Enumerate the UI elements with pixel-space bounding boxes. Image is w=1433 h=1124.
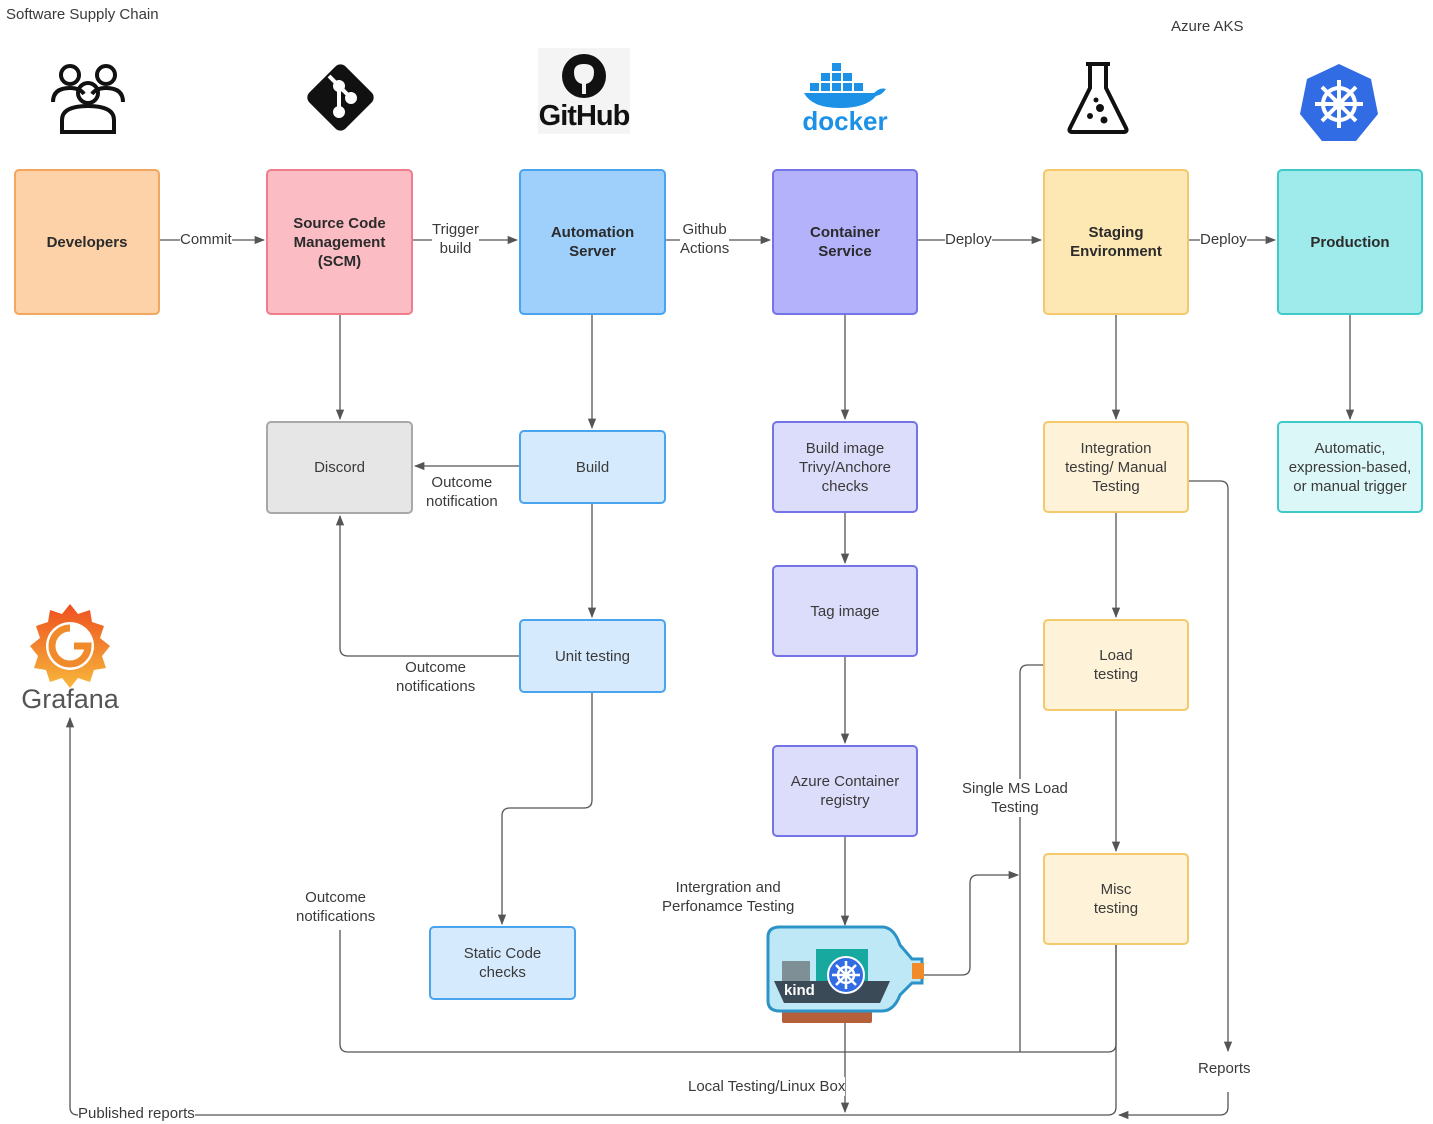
label-deploy-production: Deploy (1200, 230, 1247, 249)
step-discord[interactable]: Discord (266, 421, 413, 514)
edge-unit-static (497, 693, 593, 926)
edge-misc-grafana (65, 716, 1117, 1116)
label-trigger-build: Trigger build (432, 220, 479, 258)
git-icon (307, 64, 374, 131)
step-integration-testing[interactable]: Integration testing/ Manual Testing (1043, 421, 1189, 513)
stage-developers[interactable]: Developers (14, 169, 160, 315)
label-single-ms-load: Single MS Load Testing (962, 779, 1068, 817)
label-published-reports: Published reports (78, 1104, 195, 1123)
kind-icon: kind (762, 925, 928, 1027)
label-local-testing: Local Testing/Linux Box (688, 1077, 846, 1096)
stage-production[interactable]: Production (1277, 169, 1423, 315)
label-reports: Reports (1198, 1059, 1251, 1078)
step-tag-image[interactable]: Tag image (772, 565, 918, 657)
kind-wordmark: kind (784, 982, 815, 999)
label-integration-performance: Intergration and Perfonamce Testing (662, 879, 795, 915)
step-azure-container-registry[interactable]: Azure Container registry (772, 745, 918, 837)
edge-reports-misc (1117, 1092, 1229, 1120)
kubernetes-icon (1300, 64, 1378, 141)
cloud-label: Azure AKS (1171, 18, 1244, 35)
label-deploy-staging: Deploy (945, 230, 992, 249)
step-build[interactable]: Build (519, 430, 666, 504)
edge-load-loop (1019, 664, 1043, 1052)
diagram-title: Software Supply Chain (6, 6, 159, 23)
github-icon: GitHub (538, 48, 630, 134)
step-load-testing[interactable]: Load testing (1043, 619, 1189, 711)
stage-scm[interactable]: Source Code Management (SCM) (266, 169, 413, 315)
step-misc-testing[interactable]: Misc testing (1043, 853, 1189, 945)
flask-icon (1067, 62, 1129, 134)
stage-automation-server[interactable]: Automation Server (519, 169, 666, 315)
step-static-code-checks[interactable]: Static Code checks (429, 926, 576, 1000)
label-outcome-notifications-unit: Outcome notifications (396, 659, 476, 695)
docker-wordmark: docker (802, 106, 888, 136)
edge-bottom-return (339, 930, 1117, 1053)
step-unit-testing[interactable]: Unit testing (519, 619, 666, 693)
grafana-wordmark: Grafana (21, 684, 119, 714)
label-outcome-notifications-bottom: Outcome notifications (296, 888, 376, 926)
stage-staging-environment[interactable]: Staging Environment (1043, 169, 1189, 315)
stage-container-service[interactable]: Container Service (772, 169, 918, 315)
grafana-icon: Grafana (10, 600, 130, 720)
edge-kind-load (923, 870, 1020, 976)
step-build-image[interactable]: Build image Trivy/Anchore checks (772, 421, 918, 513)
edge-integration-reports (1189, 480, 1233, 1053)
github-wordmark: GitHub (538, 100, 631, 132)
label-commit: Commit (180, 230, 232, 249)
label-github-actions: Github Actions (680, 220, 730, 258)
label-outcome-notification: Outcome notification (426, 474, 498, 510)
step-production-trigger[interactable]: Automatic, expression-based, or manual t… (1277, 421, 1423, 513)
people-icon (51, 64, 125, 134)
edge-unit-discord (335, 514, 519, 657)
docker-icon: docker (800, 60, 890, 138)
